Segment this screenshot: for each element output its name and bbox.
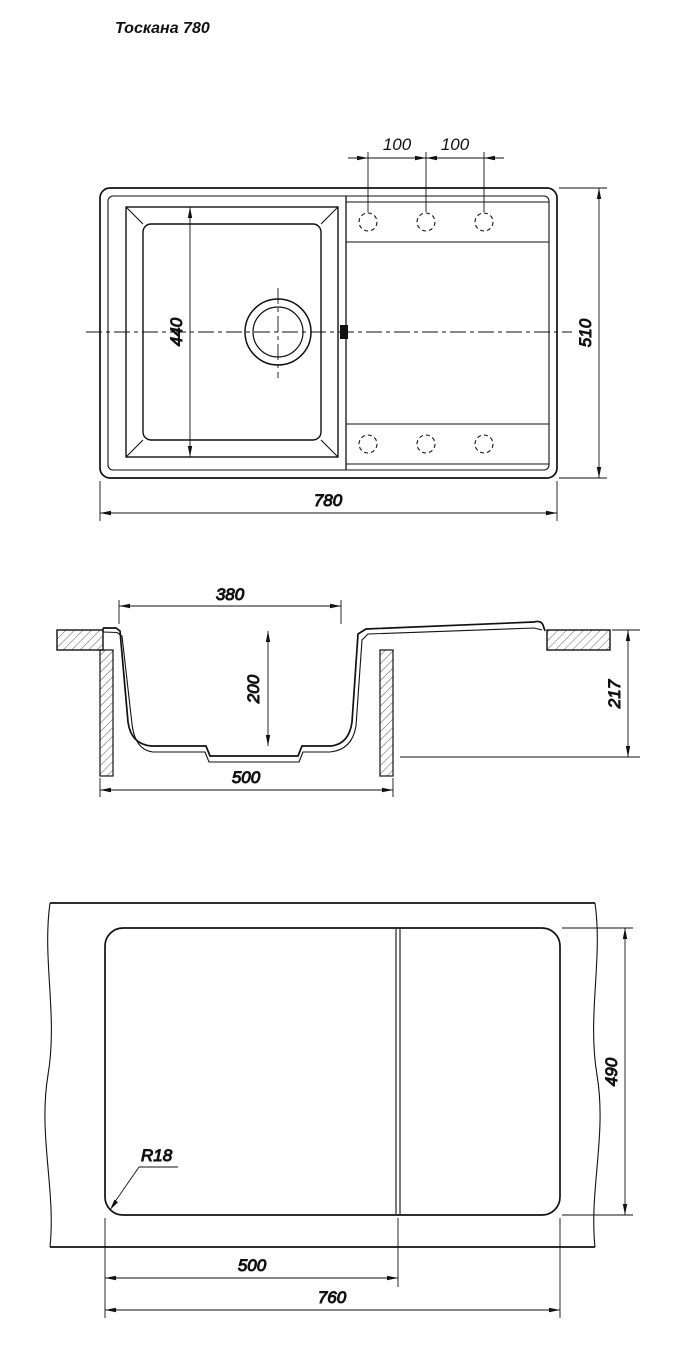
dim-bowl-outer-width: [99, 778, 394, 797]
sink-profile-underside: [102, 627, 543, 763]
dim-label-500-cutout: 500: [238, 1256, 267, 1275]
cutout-contour: [104, 927, 561, 1216]
dim-label-100-left: 100: [383, 135, 412, 154]
dim-label-380: 380: [216, 585, 245, 604]
tap-hole-bands: [346, 201, 549, 465]
dim-label-217: 217: [605, 679, 624, 709]
dim-label-780: 780: [314, 491, 343, 510]
dim-bowl-length: [187, 207, 193, 457]
countertop-left-section: [56, 629, 104, 651]
cutout-view: R18 490 500 760: [44, 902, 633, 1318]
sink-outer-contour: [99, 187, 558, 479]
centerlines: [86, 288, 572, 378]
sink-profile-surface: [103, 620, 546, 757]
cabinet-panel-right: [379, 649, 394, 777]
dim-overall-depth: [559, 187, 607, 479]
dim-bowl-depth: [265, 631, 271, 746]
dim-hole-pitch: [348, 152, 504, 212]
tap-holes: [358, 212, 494, 454]
dim-label-510: 510: [576, 318, 595, 347]
dim-label-490: 490: [602, 1057, 621, 1086]
dim-label-200: 200: [244, 674, 263, 704]
drawing-title: Тоскана 780: [115, 20, 210, 37]
slab-break-right: [593, 902, 601, 1248]
dim-label-760: 760: [318, 1288, 347, 1307]
dim-label-100-right: 100: [441, 135, 470, 154]
bowl-corner-chamfers: [125, 206, 339, 458]
dim-overall-width: [99, 481, 558, 521]
dim-cutout-depth: [562, 927, 633, 1216]
slab-break-left: [44, 902, 52, 1248]
sink-rim-inner-contour: [107, 195, 550, 471]
dim-label-500-section: 500: [232, 768, 261, 787]
countertop-right-section: [546, 629, 611, 651]
dim-divider-offset: [104, 1218, 399, 1318]
cabinet-panel-left: [99, 649, 114, 777]
dim-label-r18: R18: [141, 1146, 173, 1165]
top-view: 100 100 440 510 780: [86, 135, 607, 521]
dim-label-440: 440: [167, 317, 186, 346]
dim-bowl-top-width: [118, 600, 342, 624]
section-view: 380 200 217 500: [56, 585, 640, 797]
dim-overall-height: [400, 629, 640, 758]
dim-cutout-width: [105, 1218, 561, 1318]
radius-leader: [110, 1166, 178, 1210]
